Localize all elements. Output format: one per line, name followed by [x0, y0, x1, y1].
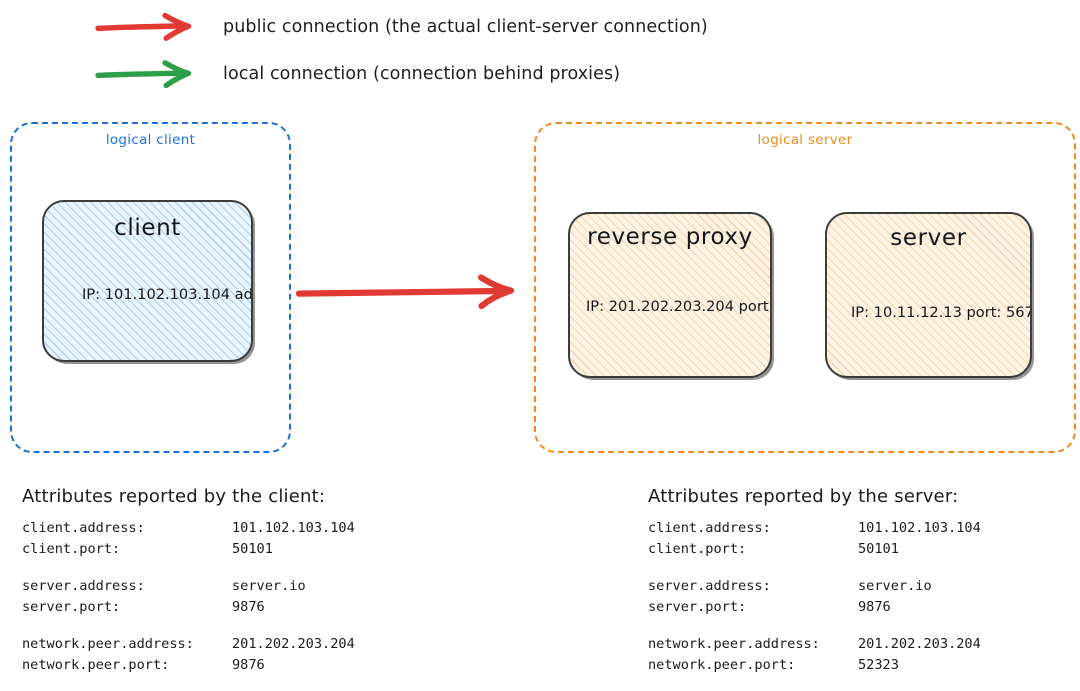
- attribute-key: client.address:: [22, 520, 145, 536]
- attribute-key: network.peer.port:: [648, 657, 796, 674]
- logical-server-group-label: logical server: [757, 132, 853, 148]
- attribute-value: server.io: [858, 578, 932, 595]
- attribute-key: server.port:: [22, 599, 121, 616]
- attribute-row: server.address: server.io: [648, 576, 981, 597]
- attribute-row: server.address: server.io: [22, 576, 355, 597]
- attribute-row: network.peer.port: 52323: [648, 655, 981, 676]
- attribute-key: network.peer.address:: [22, 636, 194, 653]
- attributes-client-table-body: client.address: 101.102.103.104 client.por…: [22, 518, 355, 676]
- attribute-value: 101.102.103.104: [858, 520, 981, 536]
- attribute-group-spacer: [22, 618, 355, 634]
- attributes-client-heading: Attributes reported by the client:: [22, 486, 326, 507]
- attribute-value: 52323: [858, 657, 899, 674]
- attribute-value: 50101: [858, 541, 899, 558]
- attribute-value: server.io: [232, 578, 306, 595]
- legend-item-local-connection: local connection (connection behind prox…: [95, 57, 795, 91]
- attribute-group-spacer: [648, 560, 981, 576]
- attribute-value: 50101: [232, 541, 273, 558]
- node-reverse-proxy-title: reverse proxy: [587, 224, 753, 250]
- node-reverse-proxy[interactable]: reverse proxy IP: 201.202.203.204 port: …: [568, 212, 772, 378]
- attribute-value: 101.102.103.104: [232, 520, 355, 536]
- node-client-details: IP: 101.102.103.104 address: client.io: [82, 286, 253, 303]
- logical-client-group-label: logical client: [105, 132, 196, 148]
- attribute-row: client.port: 50101: [22, 539, 355, 560]
- node-client-title: client: [114, 215, 181, 241]
- node-client[interactable]: client IP: 101.102.103.104 address: clie…: [42, 200, 253, 362]
- logical-client-group: logical client: [10, 122, 291, 453]
- attributes-panel-server: Attributes reported by the server: clien…: [648, 486, 981, 676]
- attributes-panel-client: Attributes reported by the client: clien…: [22, 486, 355, 676]
- attribute-value: 9876: [858, 599, 891, 616]
- attribute-key: server.address:: [648, 578, 771, 595]
- attribute-row: server.port: 9876: [648, 597, 981, 618]
- attributes-client-table: client.address: 101.102.103.104 client.por…: [22, 518, 355, 676]
- attribute-key: server.address:: [22, 578, 145, 595]
- attribute-key: client.port:: [22, 541, 121, 558]
- node-server-details: IP: 10.11.12.13 port: 5678 address: the-…: [851, 304, 1030, 321]
- attribute-key: client.port:: [648, 541, 747, 558]
- logical-server-group: logical server: [534, 122, 1076, 453]
- attribute-key: server.port:: [648, 599, 747, 616]
- legend-label-local-connection: local connection (connection behind prox…: [223, 64, 621, 84]
- attributes-server-heading: Attributes reported by the server:: [648, 486, 959, 507]
- attribute-value: 201.202.203.204: [232, 636, 355, 653]
- attribute-row: client.address: 101.102.103.104: [22, 518, 355, 539]
- attribute-group-spacer: [648, 618, 981, 634]
- public-connection-arrow: [295, 274, 515, 310]
- attribute-row: network.peer.address: 201.202.203.204: [22, 634, 355, 655]
- attribute-row: client.address: 101.102.103.104: [648, 518, 981, 539]
- attribute-key: network.peer.address:: [648, 636, 820, 653]
- legend-label-public-connection: public connection (the actual client-ser…: [223, 17, 708, 37]
- attribute-key: network.peer.port:: [22, 657, 170, 674]
- attribute-group-spacer: [22, 560, 355, 576]
- attribute-row: server.port: 9876: [22, 597, 355, 618]
- node-server[interactable]: server IP: 10.11.12.13 port: 5678 addres…: [825, 212, 1032, 378]
- arrow-right-icon-svg: [95, 60, 192, 89]
- attribute-value: 9876: [232, 599, 265, 616]
- attribute-value: 9876: [232, 657, 265, 674]
- arrow-right-icon-svg: [95, 12, 192, 41]
- legend-item-public-connection: public connection (the actual client-ser…: [95, 10, 795, 44]
- attribute-row: client.port: 50101: [648, 539, 981, 560]
- node-server-title: server: [890, 225, 967, 251]
- node-reverse-proxy-details: IP: 201.202.203.204 port: 9876 address: …: [586, 298, 772, 315]
- arrow-right-icon: [95, 57, 207, 91]
- attribute-key: client.address:: [648, 520, 771, 536]
- attribute-row: network.peer.port: 9876: [22, 655, 355, 676]
- attributes-server-table-body: client.address: 101.102.103.104 client.por…: [648, 518, 981, 676]
- attribute-value: 201.202.203.204: [858, 636, 981, 653]
- attribute-row: network.peer.address: 201.202.203.204: [648, 634, 981, 655]
- attributes-server-table: client.address: 101.102.103.104 client.por…: [648, 518, 981, 676]
- arrow-right-icon: [95, 10, 207, 44]
